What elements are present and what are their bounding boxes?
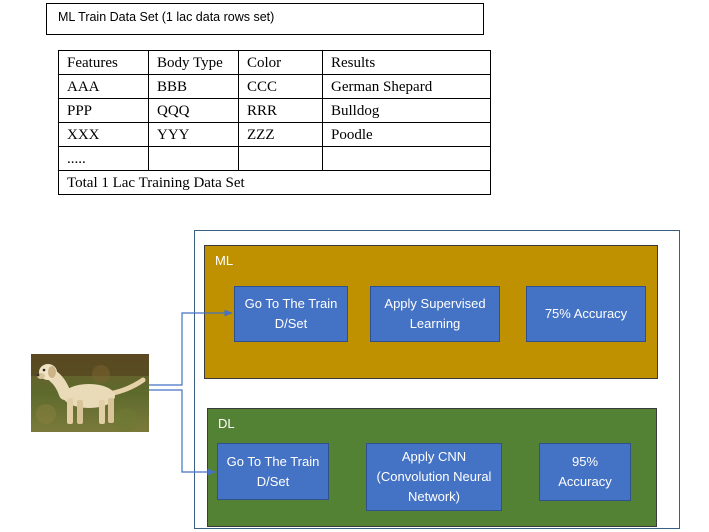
- ml-step-supervised-learning: Apply Supervised Learning: [370, 286, 500, 342]
- dl-label: DL: [218, 416, 235, 431]
- dog-photo: [31, 354, 149, 432]
- table-footer-row: Total 1 Lac Training Data Set: [58, 170, 491, 195]
- header-color: Color: [238, 50, 323, 75]
- table-row: XXX YYY ZZZ Poodle: [58, 122, 491, 147]
- dl-step-accuracy: 95% Accuracy: [539, 443, 631, 501]
- dl-step-train-dataset: Go To The Train D/Set: [217, 443, 329, 500]
- table-cell: .....: [58, 146, 149, 171]
- table-cell: AAA: [58, 74, 149, 99]
- table-cell: CCC: [238, 74, 323, 99]
- training-data-table: Features Body Type Color Results AAA BBB…: [58, 50, 491, 195]
- header-body-type: Body Type: [148, 50, 239, 75]
- table-cell: BBB: [148, 74, 239, 99]
- ml-step-train-dataset: Go To The Train D/Set: [234, 286, 348, 342]
- table-cell: PPP: [58, 98, 149, 123]
- table-cell: QQQ: [148, 98, 239, 123]
- dataset-title: ML Train Data Set (1 lac data rows set): [46, 3, 484, 35]
- table-cell: XXX: [58, 122, 149, 147]
- table-cell: Poodle: [322, 122, 491, 147]
- table-cell: Bulldog: [322, 98, 491, 123]
- table-row: PPP QQQ RRR Bulldog: [58, 98, 491, 123]
- table-cell: [238, 146, 323, 171]
- arrow-to-ml: [149, 309, 233, 386]
- dl-step-cnn: Apply CNN (Convolution Neural Network): [366, 443, 502, 511]
- dog-image: [31, 354, 149, 432]
- table-row: .....: [58, 146, 491, 171]
- table-footer: Total 1 Lac Training Data Set: [58, 170, 491, 195]
- header-features: Features: [58, 50, 149, 75]
- table-row: AAA BBB CCC German Shepard: [58, 74, 491, 99]
- arrow-to-dl: [149, 389, 216, 476]
- approach-frame: [194, 230, 680, 529]
- ml-label: ML: [215, 253, 234, 268]
- ml-step-accuracy: 75% Accuracy: [526, 286, 646, 342]
